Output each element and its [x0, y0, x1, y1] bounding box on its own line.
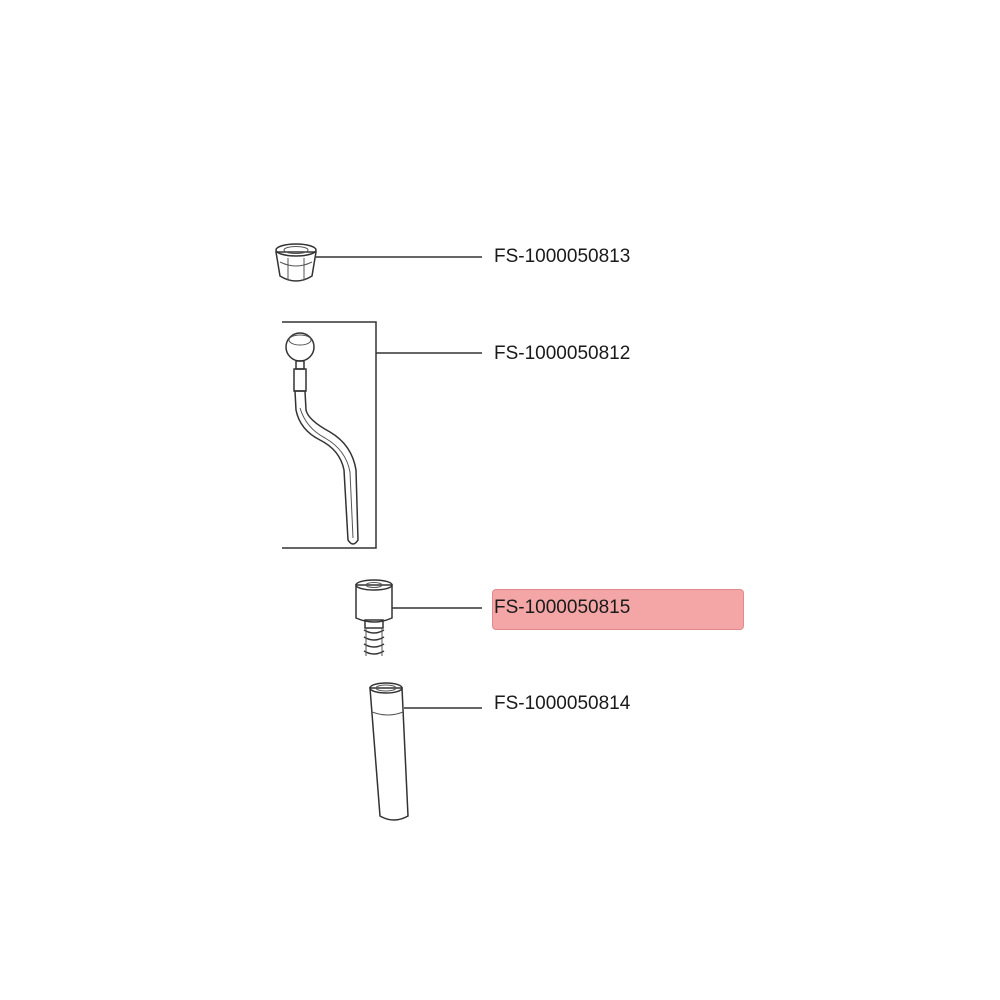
selected-part-highlight: [492, 589, 744, 630]
cap-part-drawing[interactable]: [275, 243, 317, 282]
part-number-label[interactable]: FS-1000050814: [494, 693, 631, 714]
part-number-label[interactable]: FS-1000050813: [494, 246, 631, 267]
wand-group-bracket: [282, 321, 377, 549]
valve-insert-part-drawing[interactable]: [355, 579, 393, 656]
steam-wand-part-drawing[interactable]: [285, 332, 359, 545]
tube-sleeve-part-drawing[interactable]: [369, 682, 409, 821]
part-number-label-selected[interactable]: FS-1000050815: [494, 597, 631, 618]
part-number-label[interactable]: FS-1000050812: [494, 343, 631, 364]
